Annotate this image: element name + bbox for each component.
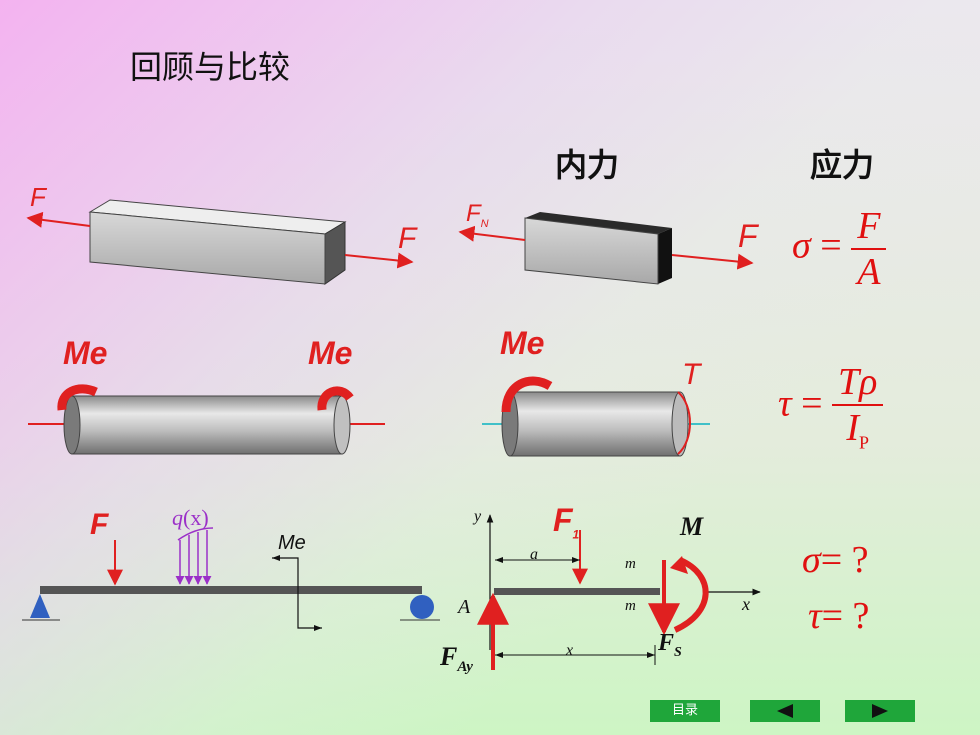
- section-force-arrow-left: [458, 225, 526, 242]
- force-label-left: F: [30, 182, 46, 212]
- dimension-a-label: a: [530, 546, 538, 563]
- distributed-load-label: q(x): [172, 505, 209, 530]
- reaction-label: FAy: [440, 642, 473, 676]
- bending-beam: [22, 527, 440, 631]
- section-force-arrow-right: [671, 253, 754, 270]
- section-torque-label: T: [682, 358, 701, 391]
- shear-label: FS: [658, 630, 682, 660]
- section-load-label: F1: [553, 502, 580, 542]
- moment-m-label: M: [680, 512, 704, 541]
- section-moment-label: Me: [500, 325, 545, 361]
- next-button[interactable]: [845, 700, 915, 722]
- formula-bending-sigma: σ= ?: [802, 539, 869, 581]
- tension-section: [524, 212, 672, 285]
- section-mark-top: m: [625, 556, 636, 572]
- triangle-right-icon: [872, 703, 888, 718]
- torsion-section: [482, 376, 710, 457]
- applied-moment-label: Me: [278, 532, 306, 554]
- page-title: 回顾与比较: [130, 48, 291, 86]
- contents-button[interactable]: 目录: [650, 700, 720, 722]
- section-force-label-right: F: [738, 218, 758, 254]
- section-mark-bottom: m: [625, 598, 636, 614]
- axis-y-label: y: [474, 508, 482, 525]
- torsion-shaft: [28, 384, 385, 455]
- section-force-label-left: FN: [466, 200, 489, 230]
- point-load-label: F: [90, 508, 109, 541]
- tension-bar: [88, 199, 347, 285]
- formula-bending-tau: τ= ?: [808, 595, 870, 637]
- axis-x-label: x: [742, 594, 750, 614]
- bending-section: [477, 514, 761, 670]
- header-stress: 应力: [810, 146, 875, 184]
- support-label-a: A: [458, 596, 471, 618]
- prev-button[interactable]: [750, 700, 820, 722]
- force-arrow-right: [344, 252, 414, 269]
- force-label-right: F: [398, 222, 417, 255]
- moment-label-left: Me: [63, 335, 108, 371]
- moment-label-right: Me: [308, 335, 353, 371]
- distributed-load: [175, 527, 214, 585]
- force-arrow-left: [26, 211, 91, 228]
- header-internal-force: 内力: [555, 146, 620, 184]
- dimension-x-label: x: [566, 642, 574, 659]
- triangle-left-icon: [777, 703, 793, 718]
